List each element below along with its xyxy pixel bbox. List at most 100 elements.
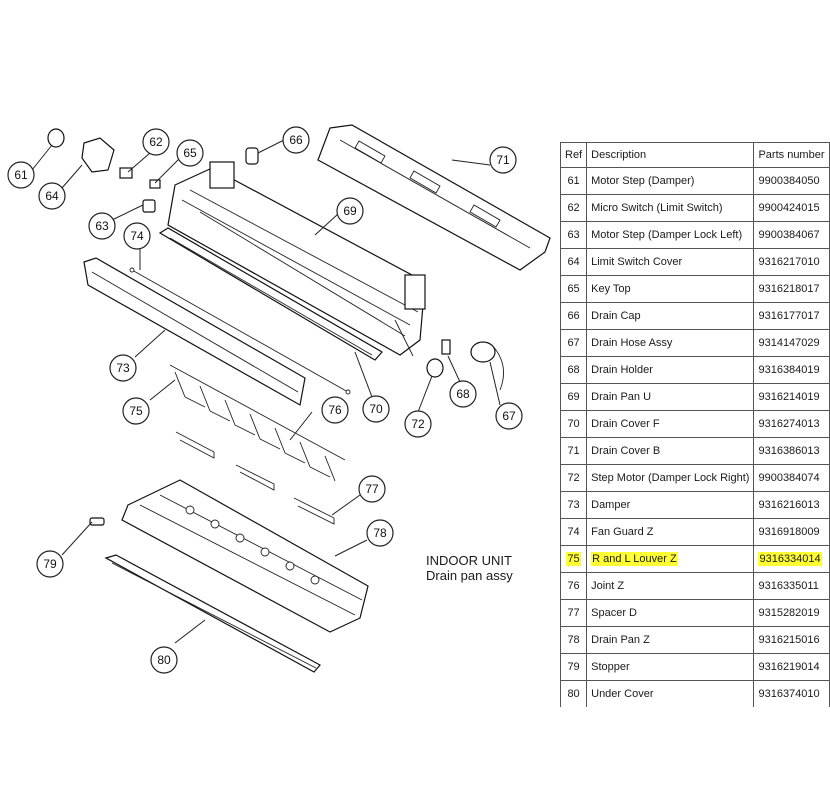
header-description: Description (586, 142, 755, 168)
part-fan-guard-wire (129, 267, 351, 395)
cell-description-text: Limit Switch Cover (591, 256, 683, 268)
leader-lines (31, 139, 501, 644)
svg-text:64: 64 (45, 189, 59, 203)
part-motor-step-damper (47, 128, 65, 148)
cell-ref: 65 (559, 275, 588, 303)
cell-description: Limit Switch Cover (586, 248, 755, 276)
exploded-parts-diagram: 61 64 62 65 63 66 71 69 74 73 75 70 72 6… (7, 124, 551, 674)
svg-text:75: 75 (129, 404, 143, 418)
callout-62: 62 (142, 128, 170, 156)
svg-text:67: 67 (502, 409, 516, 423)
cell-description-text: Stopper (591, 661, 630, 673)
callout-76: 76 (321, 396, 349, 424)
cell-description-text: Spacer D (591, 607, 637, 619)
cell-description: Drain Holder (586, 356, 755, 384)
cell-parts-number-text: 9900424015 (758, 202, 820, 214)
cell-parts-number: 9316374010 (753, 680, 830, 707)
cell-ref: 67 (559, 329, 588, 357)
caption-title: INDOOR UNIT (426, 553, 512, 568)
cell-parts-number-text: 9316386013 (758, 445, 820, 457)
part-under-cover (104, 554, 321, 673)
cell-ref-text: 64 (567, 256, 580, 268)
cell-ref-text: 72 (567, 472, 580, 484)
cell-description: Step Motor (Damper Lock Right) (586, 464, 755, 492)
cell-description-text: Key Top (591, 283, 631, 295)
callout-71: 71 (489, 146, 517, 174)
cell-parts-number-text: 9316374010 (758, 688, 820, 700)
cell-ref: 74 (559, 518, 588, 546)
part-motor-step-lock-left (142, 199, 156, 213)
table-row: 72 Step Motor (Damper Lock Right) 99003840… (559, 464, 830, 492)
cell-parts-number-text: 9900384050 (758, 175, 820, 187)
callout-69: 69 (336, 197, 364, 225)
cell-ref: 73 (559, 491, 588, 519)
callout-73: 73 (109, 354, 137, 382)
cell-description: Drain Pan Z (586, 626, 755, 654)
svg-text:72: 72 (411, 417, 425, 431)
svg-text:73: 73 (116, 361, 130, 375)
cell-description: Drain Hose Assy (586, 329, 755, 357)
table-row: 65 Key Top 9316218017 (559, 275, 830, 303)
part-drain-cover-b (317, 124, 551, 271)
part-drain-pan-z (121, 479, 369, 633)
cell-parts-number-text: 9316217010 (758, 256, 820, 268)
part-drain-cap (245, 147, 259, 165)
svg-text:61: 61 (14, 168, 28, 182)
part-spacer (293, 497, 335, 525)
cell-description-text: Motor Step (Damper Lock Left) (591, 229, 743, 241)
cell-parts-number: 9900384050 (753, 167, 830, 195)
cell-parts-number: 9316177017 (753, 302, 830, 330)
cell-description-text: Joint Z (591, 580, 625, 592)
cell-description: Key Top (586, 275, 755, 303)
cell-ref-text: 67 (567, 337, 580, 349)
cell-ref: 69 (559, 383, 588, 411)
part-stopper (89, 517, 105, 526)
cell-description: Joint Z (586, 572, 755, 600)
cell-parts-number: 9900424015 (753, 194, 830, 222)
svg-text:66: 66 (289, 133, 303, 147)
svg-text:74: 74 (130, 229, 144, 243)
svg-text:76: 76 (328, 403, 342, 417)
cell-parts-number: 9315282019 (753, 599, 830, 627)
cell-description-text: R and L Louver Z (591, 552, 678, 566)
cell-ref-text: 65 (567, 283, 580, 295)
cell-ref: 68 (559, 356, 588, 384)
cell-parts-number-text: 9316918009 (758, 526, 820, 538)
part-drain-pan-u (167, 161, 426, 357)
svg-text:79: 79 (43, 557, 57, 571)
cell-ref-text: 68 (567, 364, 580, 376)
cell-parts-number-text: 9316218017 (758, 283, 820, 295)
cell-ref: 76 (559, 572, 588, 600)
part-damper (83, 257, 306, 406)
cell-parts-number-text: 9316177017 (758, 310, 820, 322)
cell-ref-text: 78 (567, 634, 580, 646)
cell-description-text: Step Motor (Damper Lock Right) (591, 472, 750, 484)
cell-parts-number: 9316214019 (753, 383, 830, 411)
cell-description-text: Drain Pan U (591, 391, 652, 403)
cell-ref-text: 71 (567, 445, 580, 457)
cell-description-text: Drain Cover F (591, 418, 660, 430)
svg-text:70: 70 (369, 402, 383, 416)
svg-text:65: 65 (183, 146, 197, 160)
cell-parts-number-text: 9316215016 (758, 634, 820, 646)
svg-text:78: 78 (373, 526, 387, 540)
svg-text:69: 69 (343, 204, 357, 218)
callout-80: 80 (150, 646, 178, 674)
cell-parts-number-text: 9316216013 (758, 499, 820, 511)
cell-ref-text: 62 (567, 202, 580, 214)
cell-ref-text: 80 (567, 688, 580, 700)
cell-ref-text: 75 (566, 552, 581, 566)
cell-parts-number-text: 9315282019 (758, 607, 820, 619)
cell-ref-text: 73 (567, 499, 580, 511)
cell-description: Drain Cover B (586, 437, 755, 465)
cell-parts-number-text: 9900384074 (758, 472, 820, 484)
